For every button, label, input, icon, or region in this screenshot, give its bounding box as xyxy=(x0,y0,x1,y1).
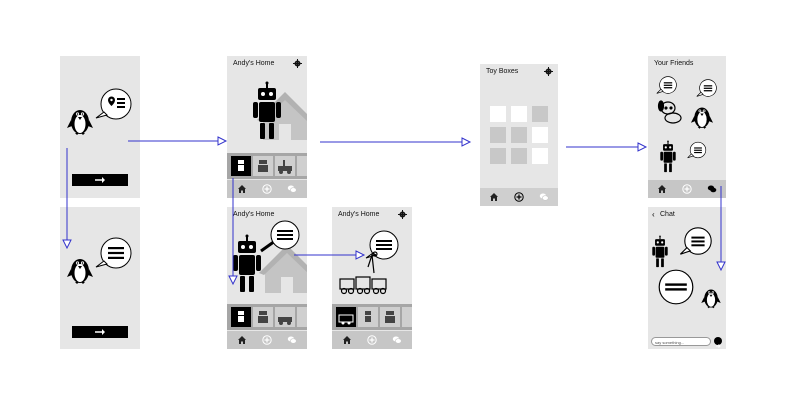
bottom-nav xyxy=(227,180,307,198)
toy-box[interactable] xyxy=(511,106,527,122)
arrow-toy-boxes-to-friends xyxy=(566,142,648,152)
toy-box[interactable] xyxy=(532,148,548,164)
screen-title: Andy's Home xyxy=(233,211,275,218)
toy-tile-2[interactable] xyxy=(253,307,273,327)
chat-screen: ‹ Chat say something... xyxy=(648,207,726,349)
toy-tile-robot[interactable] xyxy=(358,307,378,327)
location-pin-icon xyxy=(108,96,115,106)
bottom-nav xyxy=(332,331,412,349)
next-button[interactable] xyxy=(72,174,128,186)
toy-boxes-screen: Toy Boxes xyxy=(480,64,558,206)
home-talk-illustration xyxy=(233,220,307,293)
chat-input[interactable]: say something... xyxy=(651,337,711,346)
speech-bubble-icon xyxy=(270,220,300,250)
home-toys-illustration xyxy=(339,230,399,295)
screen-title: Toy Boxes xyxy=(486,68,519,75)
arrow-intro-to-home xyxy=(128,136,228,146)
toy-tile-3[interactable] xyxy=(275,156,295,176)
intro-menu-screen xyxy=(60,207,140,349)
chat-illustration xyxy=(652,227,721,309)
toy-tile-3[interactable] xyxy=(275,307,295,327)
toy-tile-4[interactable] xyxy=(297,307,307,327)
toy-box[interactable] xyxy=(490,127,506,143)
arrow-right-icon xyxy=(95,177,105,183)
toy-tile-robot[interactable] xyxy=(231,156,251,177)
toy-tile-robot[interactable] xyxy=(231,307,251,327)
arrow-intro-to-intro-menu xyxy=(62,148,72,250)
send-button[interactable] xyxy=(714,337,722,348)
speech-bubble-icon xyxy=(95,88,132,120)
toy-strip xyxy=(227,304,307,330)
intro-menu-illustration xyxy=(67,237,132,284)
home-screen: Andy's Home xyxy=(227,56,307,198)
arrow-friends-to-chat xyxy=(716,186,726,272)
toy-box[interactable] xyxy=(490,148,506,164)
home-talk-screen: Andy's Home xyxy=(227,207,307,349)
chat-icon[interactable] xyxy=(707,184,717,194)
toy-tile-4[interactable] xyxy=(402,307,412,327)
toy-box[interactable] xyxy=(532,106,548,122)
speech-bubble-icon xyxy=(365,230,399,260)
screen-title: Your Friends xyxy=(654,60,694,67)
plus-icon[interactable] xyxy=(514,192,524,202)
screen-title: Andy's Home xyxy=(233,60,275,67)
bottom-nav xyxy=(227,331,307,349)
next-button[interactable] xyxy=(72,326,128,338)
screen-title: Chat xyxy=(660,211,675,218)
speech-bubble-icon xyxy=(658,269,694,305)
toy-strip xyxy=(227,153,307,179)
toy-box[interactable] xyxy=(532,127,548,143)
friends-screen: Your Friends xyxy=(648,56,726,198)
toy-box[interactable] xyxy=(511,148,527,164)
arrow-home-to-home-talk xyxy=(228,178,238,286)
intro-screen xyxy=(60,56,140,198)
arrow-home-to-toy-boxes xyxy=(320,137,472,147)
list-icon xyxy=(117,98,125,108)
toy-tile-3[interactable] xyxy=(380,307,400,327)
robot-icon xyxy=(238,311,244,322)
bottom-nav xyxy=(648,180,726,198)
toy-tile-4[interactable] xyxy=(297,156,307,176)
toy-box[interactable] xyxy=(490,106,506,122)
dog-icon xyxy=(657,100,682,124)
home-toys-screen: Andy's Home xyxy=(332,207,412,349)
robot-icon xyxy=(236,159,246,177)
toy-train-icon xyxy=(339,276,387,295)
toy-tile-2[interactable] xyxy=(253,156,273,176)
back-icon[interactable]: ‹ xyxy=(652,210,655,219)
friends-illustration xyxy=(656,76,717,173)
speech-bubble-icon xyxy=(95,237,132,269)
intro-illustration xyxy=(67,88,132,135)
arrow-right-icon xyxy=(95,329,105,335)
toy-box[interactable] xyxy=(511,127,527,143)
arrow-home-talk-to-toys xyxy=(294,250,366,260)
toy-strip xyxy=(332,304,412,330)
giraffe-icon xyxy=(367,251,378,274)
screen-title: Andy's Home xyxy=(338,211,380,218)
send-icon xyxy=(716,344,721,348)
toy-tile-train[interactable] xyxy=(336,307,356,327)
bottom-nav xyxy=(480,188,558,206)
